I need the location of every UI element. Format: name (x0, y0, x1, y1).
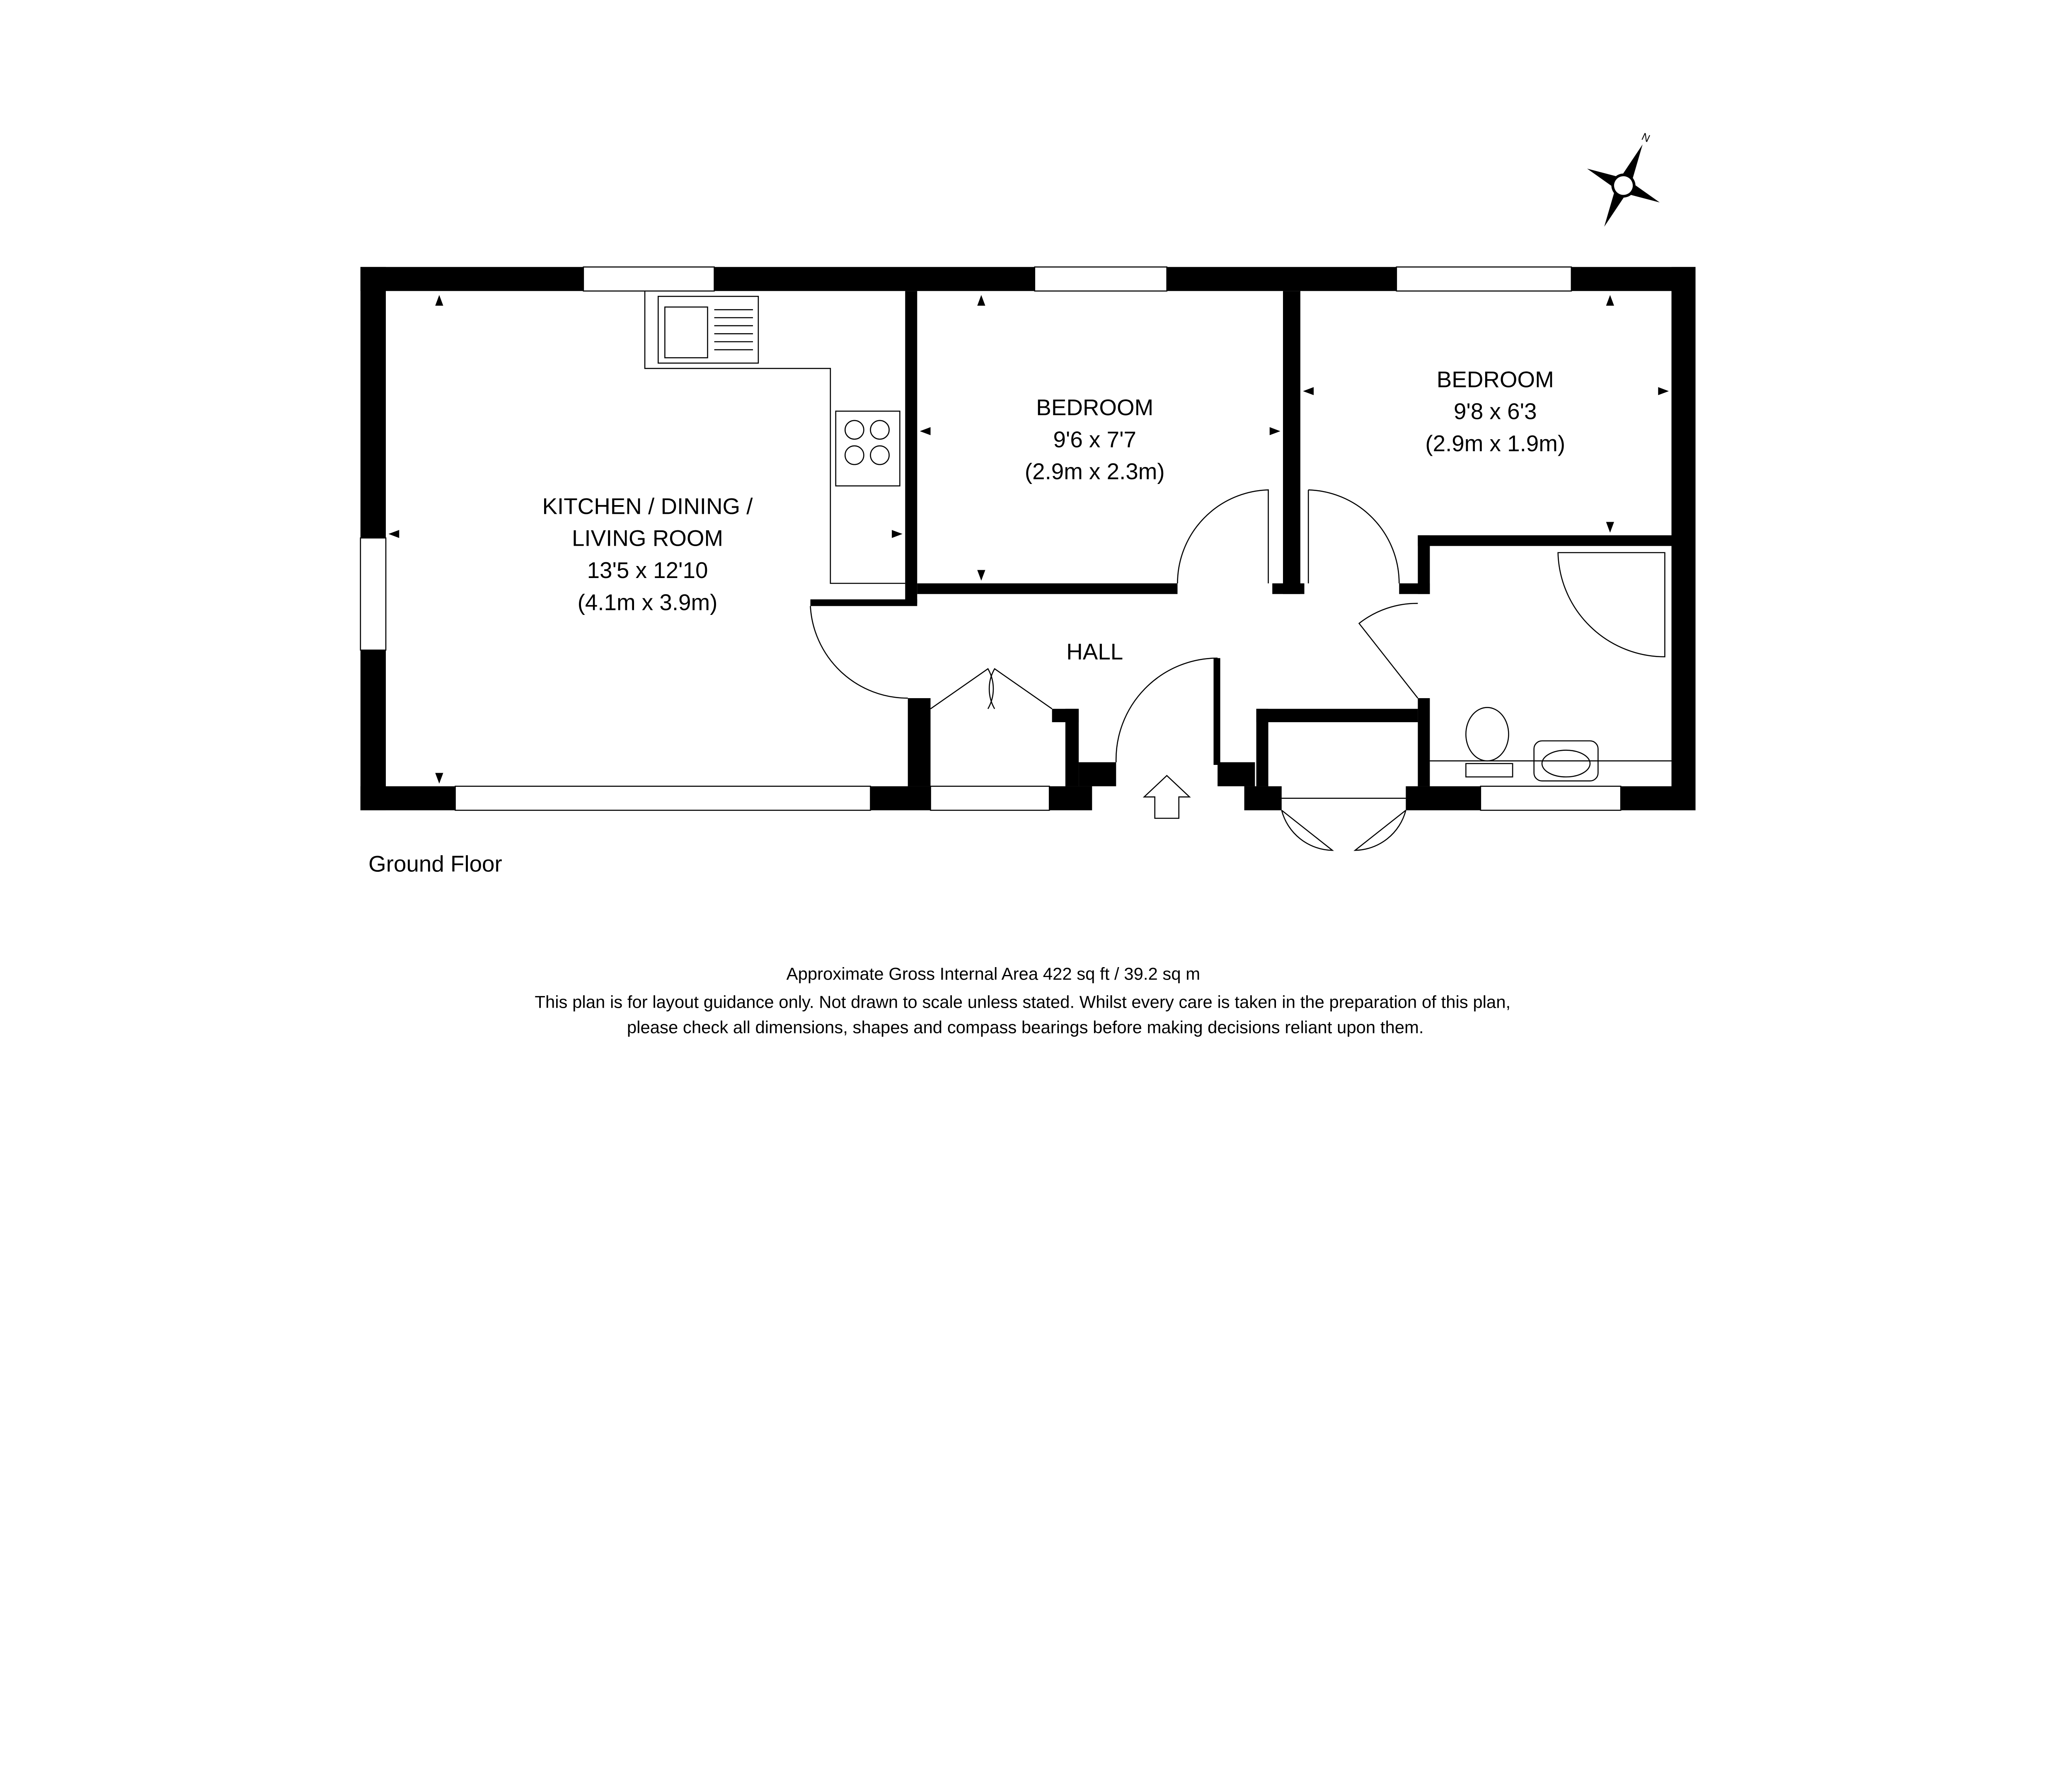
room-name: BEDROOM (1036, 394, 1153, 420)
compass-icon: N (1587, 131, 1660, 227)
room-label-hall: HALL (1066, 639, 1123, 664)
footer: Approximate Gross Internal Area 422 sq f… (535, 964, 1510, 1037)
walls (360, 267, 1696, 810)
gross-area: Approximate Gross Internal Area 422 sq f… (787, 964, 1201, 984)
entrance-arrow-icon (1143, 775, 1191, 819)
room-name: BEDROOM (1437, 366, 1554, 392)
bathroom-fixtures (1430, 552, 1672, 781)
floor-plan: N (360, 131, 1696, 1037)
room-label-bedroom-1: BEDROOM 9'6 x 7'7 (2.9m x 2.3m) (1025, 394, 1165, 484)
room-label-kitchen: KITCHEN / DINING / LIVING ROOM 13'5 x 12… (542, 493, 753, 615)
room-metric: (4.1m x 3.9m) (578, 589, 718, 615)
room-imperial: 13'5 x 12'10 (587, 557, 708, 583)
disclaimer-line-2: please check all dimensions, shapes and … (627, 1018, 1424, 1037)
room-imperial: 9'8 x 6'3 (1454, 399, 1537, 424)
room-imperial: 9'6 x 7'7 (1053, 426, 1136, 452)
doors (810, 489, 1418, 851)
windows (360, 266, 1622, 811)
room-name-line-1: KITCHEN / DINING / (542, 493, 753, 519)
room-metric: (2.9m x 1.9m) (1425, 431, 1565, 456)
floor-label: Ground Floor (368, 851, 502, 877)
disclaimer-line-1: This plan is for layout guidance only. N… (535, 992, 1510, 1011)
room-label-bedroom-2: BEDROOM 9'8 x 6'3 (2.9m x 1.9m) (1425, 366, 1565, 456)
compass-north-label: N (1640, 131, 1652, 145)
room-metric: (2.9m x 2.3m) (1025, 459, 1165, 484)
kitchen-fixtures (644, 291, 905, 584)
dimension-arrows (388, 295, 1669, 784)
room-name-line-2: LIVING ROOM (572, 525, 723, 551)
